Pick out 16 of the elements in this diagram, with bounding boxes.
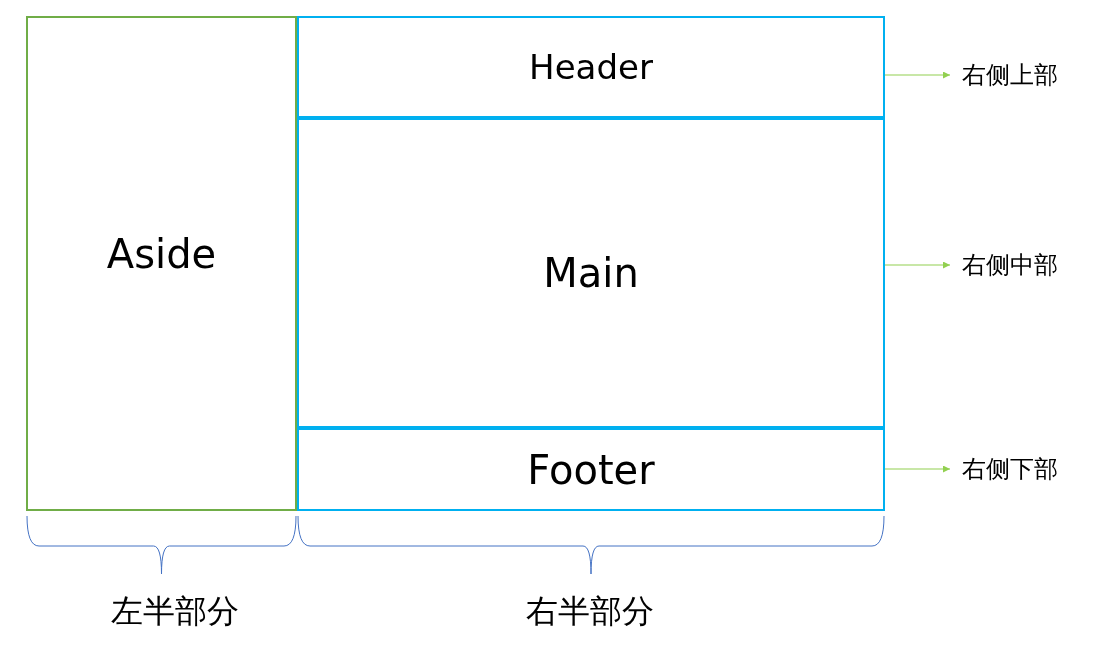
side-label: 右侧上部 (952, 58, 1068, 92)
aside-panel (26, 16, 297, 511)
arrow (884, 71, 951, 79)
panel-title: Main (543, 250, 639, 296)
panel-title: Header (529, 47, 653, 87)
side-label: 右侧中部 (952, 248, 1068, 282)
side-label: 右侧下部 (952, 452, 1068, 486)
header-panel (297, 16, 885, 118)
section-label: 右半部分 (526, 591, 654, 632)
main-panel (297, 118, 885, 428)
panel-title: Aside (106, 230, 217, 277)
section-label: 左半部分 (111, 591, 239, 632)
arrow (884, 465, 951, 473)
panel-title: Footer (527, 446, 655, 493)
arrow (884, 261, 951, 269)
footer-panel (297, 428, 885, 511)
